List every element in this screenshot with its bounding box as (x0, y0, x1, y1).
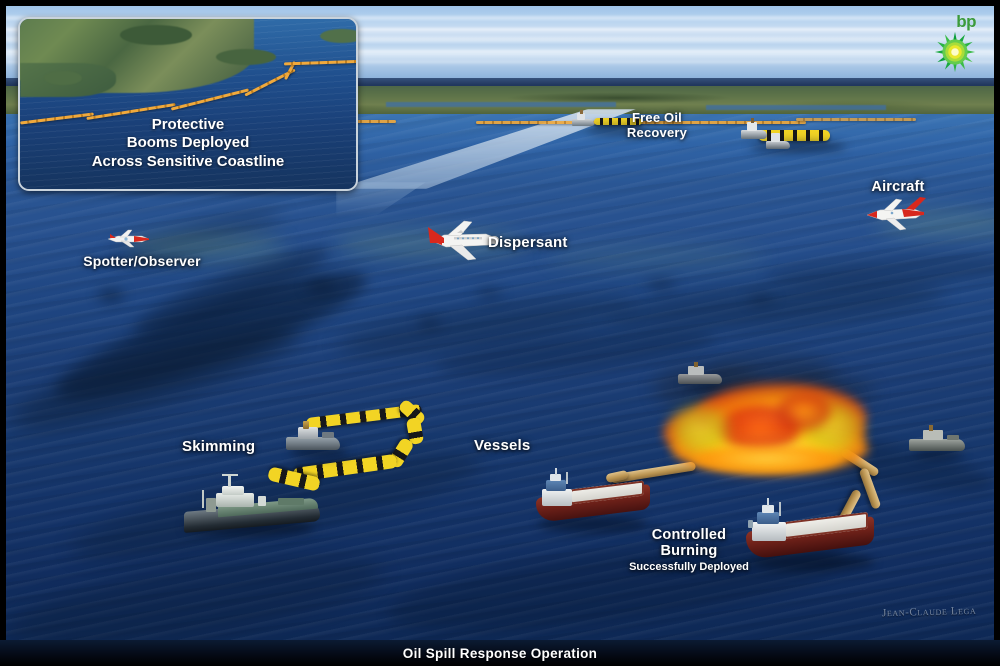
inset-island (44, 71, 82, 85)
marsh-channel (386, 102, 616, 107)
burn-vessel-right (746, 498, 876, 564)
dispersant-plume (546, 246, 766, 268)
caption-bar: Oil Spill Response Operation (0, 640, 1000, 666)
recovery-boom-near (758, 130, 830, 141)
inset-island (120, 25, 192, 45)
support-tug-right (909, 425, 965, 454)
vessel-shadow (586, 126, 648, 134)
label-dispersant: Dispersant (488, 234, 568, 251)
cloud-band (6, 61, 994, 63)
oil-patch (646, 280, 676, 289)
label-free-oil-recovery: Free Oil Recovery (626, 110, 688, 140)
aircraft-plane (862, 196, 928, 232)
label-controlled-burning-sub: Successfully Deployed (629, 560, 749, 573)
shoreline-boom (796, 118, 916, 121)
cloud-band (6, 50, 994, 53)
artist-signature: Jean-Claude Lega (881, 604, 977, 620)
label-spotter-observer: Spotter/Observer (83, 253, 201, 269)
vessel-shadow (682, 381, 722, 388)
vessel-shadow (750, 142, 846, 152)
aircraft-plane-icon (866, 197, 926, 231)
spotter-plane-icon (107, 229, 150, 248)
bp-logo: bp (922, 12, 980, 74)
caption-title: Oil Spill Response Operation (402, 645, 598, 661)
vessel-shadow (914, 450, 964, 459)
inset-island (320, 29, 356, 43)
burn-vessel-left (536, 468, 652, 527)
illustration-scene: Protective Booms Deployed Across Sensiti… (6, 6, 994, 660)
recovery-vessel-a (572, 110, 594, 127)
label-vessels: Vessels (474, 437, 531, 454)
recovery-boom-far (594, 118, 642, 125)
oil-patch (476, 289, 502, 297)
support-tug-center (678, 362, 722, 386)
fire-water-glow (666, 444, 876, 476)
label-aircraft: Aircraft (871, 179, 925, 195)
bp-helios-icon (934, 31, 976, 73)
vessel-shadow (750, 553, 874, 571)
marsh-channel (706, 105, 886, 110)
cloud-band (6, 37, 994, 42)
label-skimming: Skimming (182, 438, 256, 455)
skimmer-tug (286, 421, 340, 453)
spotter-plane (104, 228, 152, 250)
inset-island (216, 49, 276, 65)
dispersant-plane (424, 219, 502, 263)
inset-caption: Protective Booms Deployed Across Sensiti… (91, 116, 285, 170)
oil-patch (306, 281, 336, 291)
oil-patch (748, 295, 774, 303)
oil-patch (98, 291, 124, 300)
protective-booms-inset[interactable]: Protective Booms Deployed Across Sensiti… (18, 17, 358, 191)
cloud-band (6, 28, 994, 31)
dispersant-plume (126, 234, 286, 260)
bp-wordmark: bp (956, 12, 976, 31)
label-controlled-burning-main: Controlled Burning (651, 527, 727, 560)
recovery-vessel-b (741, 118, 767, 141)
skimmer-vessel (182, 472, 324, 534)
label-controlled-burning: Controlled Burning Successfully Deployed (622, 511, 756, 589)
vessel-shadow (538, 516, 648, 532)
recovery-vessel-c (766, 133, 790, 151)
cloud-band (6, 16, 994, 20)
oil-patch (418, 319, 440, 327)
dispersant-plane-icon (428, 220, 499, 261)
